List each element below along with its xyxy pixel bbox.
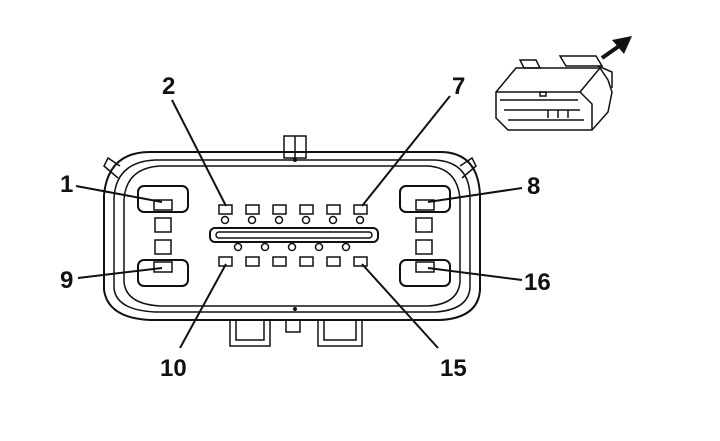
center-slot-inner (215, 231, 373, 239)
housing-inner (113, 159, 471, 313)
pin-label-2: 2 (162, 73, 175, 100)
terminal-pin-1 (137, 185, 189, 213)
leader-line-9 (77, 267, 163, 279)
terminal-pin-16 (399, 259, 451, 287)
leader-line-2 (171, 99, 227, 207)
center-slot (209, 227, 379, 243)
terminal-pin-7 (353, 204, 368, 215)
terminal-pin-15 (353, 256, 368, 267)
pin-labels: 1 2 7 8 9 10 15 16 (60, 73, 551, 382)
leader-line-7 (361, 95, 451, 207)
leader-lines (75, 95, 523, 349)
pin-label-16: 16 (524, 269, 551, 296)
leader-line-1 (75, 185, 163, 203)
leader-line-10 (179, 263, 227, 349)
terminal-pin-3 (245, 204, 260, 215)
terminal-pin-9 (137, 259, 189, 287)
right-ear (459, 156, 477, 179)
terminal-pin-13 (299, 256, 314, 267)
leader-line-15 (361, 263, 439, 349)
leader-line-16 (427, 267, 523, 281)
pin-label-1: 1 (60, 171, 73, 198)
pin-label-8: 8 (527, 173, 540, 200)
bottom-foot-center (285, 319, 301, 333)
terminal-pin-14 (326, 256, 341, 267)
terminal-pin-5 (299, 204, 314, 215)
side-key (154, 239, 172, 255)
terminal-pin-4 (272, 204, 287, 215)
bottom-row-terminals (218, 242, 368, 267)
connector-face (103, 135, 481, 347)
pin-label-15: 15 (440, 355, 467, 382)
leader-line-8 (427, 187, 523, 203)
side-key (415, 239, 433, 255)
arrow-up-right-icon (600, 36, 632, 60)
pin-label-10: 10 (160, 355, 187, 382)
connector-3d-icon (495, 55, 613, 131)
top-row-terminals (218, 204, 368, 225)
side-key (415, 217, 433, 233)
pin-label-9: 9 (60, 267, 73, 294)
terminal-pin-12 (272, 256, 287, 267)
terminal-pin-11 (245, 256, 260, 267)
bottom-foot-left-inner (235, 319, 265, 341)
terminal-pin-6 (326, 204, 341, 215)
pin-label-7: 7 (452, 73, 465, 100)
housing-outer (103, 151, 481, 321)
bottom-foot-right-inner (323, 319, 357, 341)
side-key (154, 217, 172, 233)
terminal-pin-2 (218, 204, 233, 215)
housing-face (123, 165, 461, 307)
